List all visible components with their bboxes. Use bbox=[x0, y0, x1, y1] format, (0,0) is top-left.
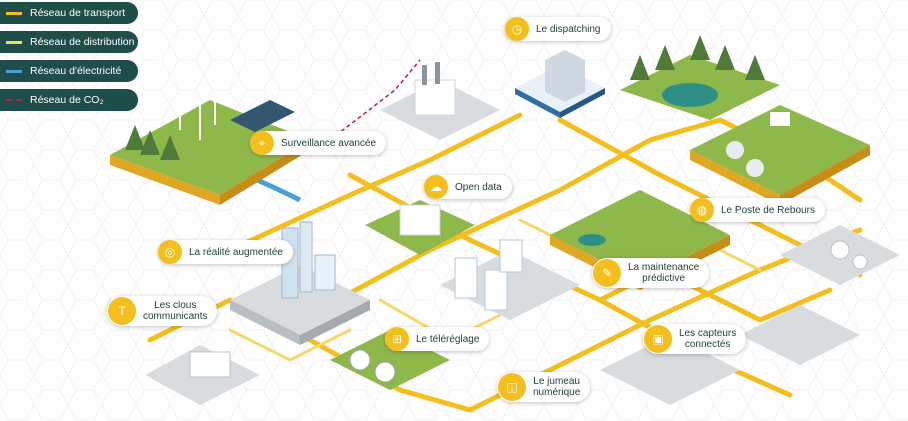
globe-icon: ◍ bbox=[690, 198, 714, 222]
residential-district bbox=[440, 239, 580, 320]
co2-line-swatch bbox=[6, 99, 22, 101]
tag-line-2: connectés bbox=[684, 339, 731, 350]
tag-jumeau-numerique[interactable]: ◫ Le jumeau numérique bbox=[497, 372, 591, 402]
vr-headset-icon: ◎ bbox=[158, 240, 182, 264]
tag-capteurs-connectes[interactable]: ▣ Les capteurs connectés bbox=[643, 324, 747, 354]
tag-clous-communicants[interactable]: T Les clous communicants bbox=[107, 296, 218, 326]
dispatching-building bbox=[515, 50, 605, 118]
open-data-building bbox=[365, 200, 475, 255]
wind-solar-farm bbox=[110, 92, 310, 205]
tag-line-2: numérique bbox=[533, 387, 581, 398]
tag-label: Le téléréglage bbox=[416, 333, 480, 345]
transport-line-swatch bbox=[6, 11, 22, 15]
tag-label: Le dispatching bbox=[536, 23, 601, 35]
tag-line-1: Le jumeau bbox=[533, 376, 580, 387]
refinery bbox=[780, 225, 900, 285]
tag-realite-augmentee[interactable]: ◎ La réalité augmentée bbox=[158, 240, 293, 264]
legend-label: Réseau de CO₂ bbox=[30, 94, 104, 106]
tag-label: Le Poste de Rebours bbox=[721, 204, 815, 216]
wrench-icon: ✎ bbox=[593, 259, 621, 287]
tag-label: Le jumeau numérique bbox=[533, 376, 580, 398]
city-center bbox=[230, 221, 370, 345]
clock-icon: ◷ bbox=[505, 17, 529, 41]
tag-line-1: Les capteurs bbox=[679, 328, 737, 339]
legend-item-distribution: Réseau de distribution bbox=[0, 31, 138, 53]
tag-line-2: prédictive bbox=[642, 273, 685, 284]
chip-icon: ▣ bbox=[644, 325, 672, 353]
tag-poste-de-rebours[interactable]: ◍ Le Poste de Rebours bbox=[690, 198, 825, 222]
farm bbox=[690, 105, 870, 205]
tag-label: Open data bbox=[455, 181, 502, 193]
nail-icon: T bbox=[108, 297, 136, 325]
industrial-plant bbox=[380, 62, 500, 140]
tag-telereglage[interactable]: ⊞ Le téléréglage bbox=[385, 327, 490, 351]
legend-label: Réseau de transport bbox=[30, 7, 126, 19]
tag-line-1: La maintenance bbox=[628, 262, 700, 273]
forest-lake bbox=[620, 35, 780, 120]
target-icon: ⌖ bbox=[250, 131, 274, 155]
distribution-line-swatch bbox=[6, 40, 22, 44]
tag-label: Les capteurs connectés bbox=[679, 328, 736, 350]
valve-icon: ⊞ bbox=[385, 327, 409, 351]
legend-label: Réseau de distribution bbox=[30, 36, 135, 48]
tag-label: Les clous communicants bbox=[143, 300, 207, 322]
legend-label: Réseau d'électricité bbox=[30, 65, 122, 77]
tag-open-data[interactable]: ☁ Open data bbox=[424, 175, 512, 199]
warehouse bbox=[145, 345, 260, 405]
legend-item-transport: Réseau de transport bbox=[0, 2, 138, 24]
tag-dispatching[interactable]: ◷ Le dispatching bbox=[505, 17, 611, 41]
legend: Réseau de transport Réseau de distributi… bbox=[0, 2, 138, 118]
legend-item-co2: Réseau de CO₂ bbox=[0, 89, 138, 111]
legend-item-electricity: Réseau d'électricité bbox=[0, 60, 138, 82]
electricity-line-swatch bbox=[6, 69, 22, 73]
tag-line-1: Les clous bbox=[154, 300, 197, 311]
tag-maintenance-predictive[interactable]: ✎ La maintenance prédictive bbox=[592, 258, 710, 288]
cube-icon: ◫ bbox=[498, 373, 526, 401]
tag-label: Surveillance avancée bbox=[281, 137, 377, 149]
tag-label: La réalité augmentée bbox=[189, 246, 283, 258]
tag-line-2: communicants bbox=[143, 311, 208, 322]
tag-label: La maintenance prédictive bbox=[628, 262, 699, 284]
tag-surveillance-avancee[interactable]: ⌖ Surveillance avancée bbox=[250, 131, 387, 155]
cloud-icon: ☁ bbox=[424, 175, 448, 199]
co2-line bbox=[329, 59, 421, 141]
